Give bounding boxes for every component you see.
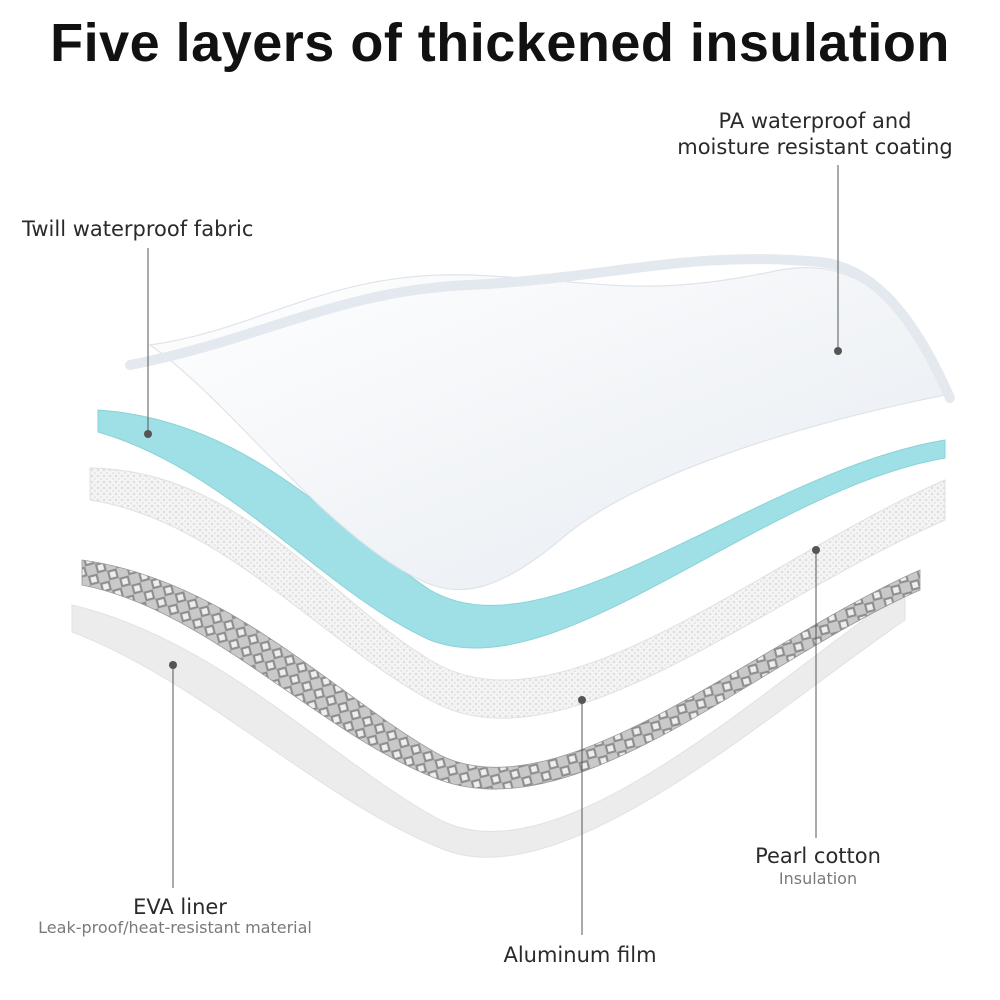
page-title: Five layers of thickened insulation (50, 13, 950, 73)
leader-aluminum (578, 696, 586, 935)
eva-liner-sublabel: Leak-proof/heat-resistant material (38, 918, 312, 937)
pearl-cotton-sublabel: Insulation (778, 869, 858, 888)
leader-pa (834, 165, 842, 355)
pa-coating-label-line2: moisture resistant coating (677, 135, 953, 159)
pa-coating-label-line1: PA waterproof and (718, 109, 912, 133)
twill-fabric-label: Twill waterproof fabric (22, 217, 254, 241)
aluminum-film-label: Aluminum film (503, 943, 657, 967)
eva-liner-label: EVA liner (133, 895, 227, 919)
aluminum-film-layer (81, 559, 921, 790)
pa-coating-top-edge (125, 254, 955, 403)
pearl-cotton-label: Pearl cotton (755, 844, 881, 868)
leader-pearl (812, 546, 820, 838)
pearl-cotton-layer (89, 467, 946, 719)
pa-coating-label: PA waterproof and moisture resistant coa… (640, 108, 990, 160)
leader-twill (144, 248, 152, 438)
eva-liner-layer (71, 589, 906, 858)
leader-eva (169, 661, 177, 888)
